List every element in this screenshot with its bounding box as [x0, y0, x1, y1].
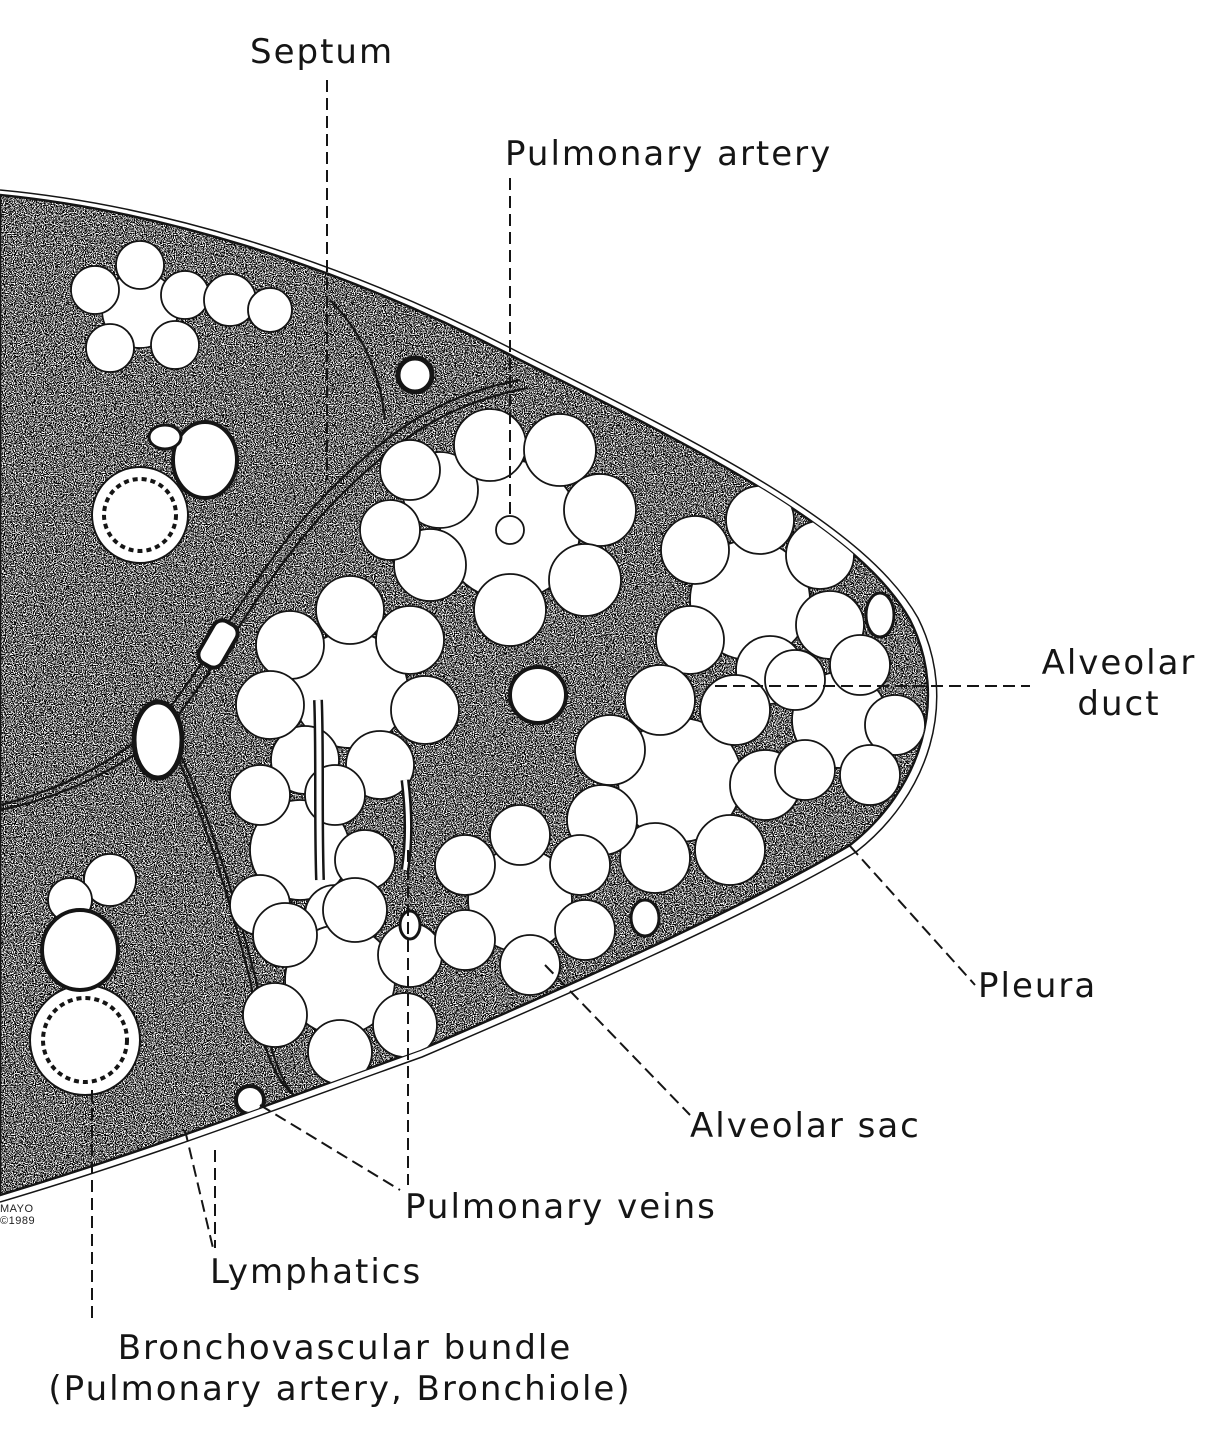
lymphatics-leader: [185, 1130, 213, 1248]
bronchovascular-line2: (Pulmonary artery, Bronchiole): [0, 1369, 680, 1410]
vessel-lumen: [400, 911, 420, 939]
mayo-credit: MAYO ©1989: [0, 1203, 35, 1227]
bronchovascular-line1: Bronchovascular bundle: [0, 1328, 680, 1369]
alveolar-duct-label: Alveolar duct: [1030, 643, 1208, 725]
bronchiole: [30, 985, 140, 1095]
pleura-leader: [850, 846, 975, 985]
pulmonary-vein-vessel: [236, 1086, 264, 1114]
pulmonary-artery-vessel: [42, 910, 118, 990]
alveolar-sac-label: Alveolar sac: [690, 1106, 921, 1147]
bronchiole: [92, 467, 188, 563]
lymphatics-label: Lymphatics: [210, 1252, 422, 1293]
credit-line2: ©1989: [0, 1215, 35, 1227]
pulmonary-veins-label: Pulmonary veins: [405, 1187, 717, 1228]
vessel-lumen: [866, 593, 894, 637]
vessel-lumen: [149, 425, 181, 449]
pleura-label: Pleura: [978, 966, 1097, 1007]
pulmonary-artery-vessel: [173, 422, 237, 498]
pulmonary-artery-label: Pulmonary artery: [505, 134, 832, 175]
pulmonary-vein-vessel: [398, 358, 432, 392]
alveolar-duct-line1: Alveolar: [1030, 643, 1208, 684]
pulmonary-artery-vessel: [510, 667, 566, 723]
alveolar-sac-leader: [545, 965, 690, 1115]
bronchovascular-bundle-label: Bronchovascular bundle (Pulmonary artery…: [0, 1328, 680, 1410]
septum-label: Septum: [250, 32, 394, 73]
elongated-vessel: [318, 700, 320, 880]
pulmonary-veins-leader: [260, 1105, 400, 1190]
vessel-lumen: [631, 900, 659, 936]
credit-line1: MAYO: [0, 1203, 35, 1215]
alveolar-duct-line2: duct: [1030, 684, 1208, 725]
pulmonary-vein-vessel: [134, 702, 182, 778]
